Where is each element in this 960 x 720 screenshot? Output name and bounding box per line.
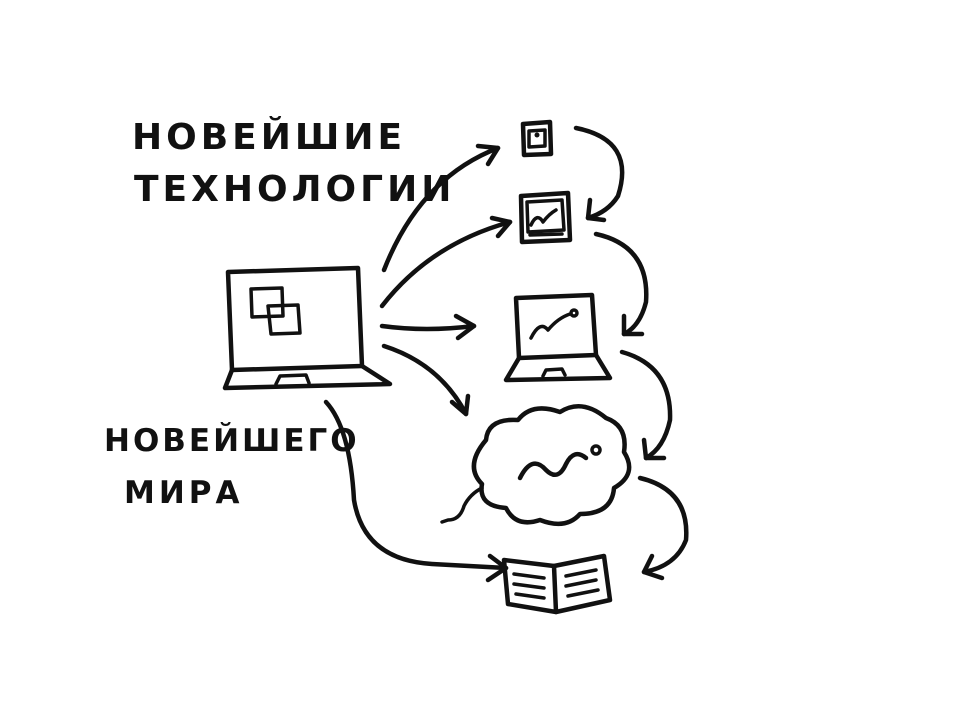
arrows xyxy=(323,125,689,583)
caption-world-line1: НОВЕЙШЕГО xyxy=(104,423,360,459)
caption-world-line2: МИРА xyxy=(124,475,244,511)
laptop-icon xyxy=(222,265,393,391)
open-book-icon xyxy=(501,553,613,615)
phone-icon xyxy=(520,119,554,158)
caption-technologies-line1: НОВЕЙШИЕ xyxy=(132,117,407,158)
tablet-icon xyxy=(518,190,573,245)
cloud-icon xyxy=(440,404,632,527)
caption-technologies-line2: ТЕХНОЛОГИИ xyxy=(134,169,456,210)
small-laptop-icon xyxy=(503,292,613,383)
